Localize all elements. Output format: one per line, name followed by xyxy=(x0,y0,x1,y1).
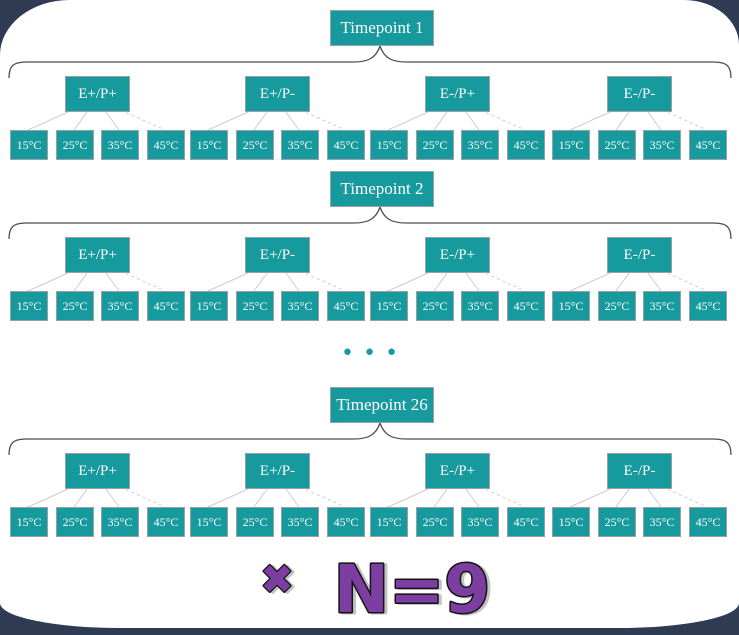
temperature-box: 15°C xyxy=(370,291,408,321)
condition-box: E+/P+ xyxy=(65,453,130,489)
temperature-box: 25°C xyxy=(236,291,274,321)
condition-box: E-/P+ xyxy=(425,237,490,273)
temperature-box: 45°C xyxy=(327,507,365,537)
temperature-box: 15°C xyxy=(370,130,408,160)
temperature-box: 25°C xyxy=(56,507,94,537)
brace-and-connector-lines xyxy=(8,43,732,131)
temperature-box: 45°C xyxy=(689,507,727,537)
temperature-box: 25°C xyxy=(56,130,94,160)
multiply-icon: ✖ xyxy=(260,557,294,603)
temperature-box: 35°C xyxy=(461,291,499,321)
temperature-box: 35°C xyxy=(643,291,681,321)
condition-box: E-/P- xyxy=(607,237,672,273)
condition-box: E-/P+ xyxy=(425,453,490,489)
condition-box: E-/P- xyxy=(607,453,672,489)
temperature-box: 25°C xyxy=(598,291,636,321)
condition-box: E+/P- xyxy=(245,76,310,112)
timepoint-box: Timepoint 2 xyxy=(330,171,434,207)
condition-box: E-/P+ xyxy=(425,76,490,112)
temperature-box: 15°C xyxy=(552,130,590,160)
temperature-box: 25°C xyxy=(56,291,94,321)
temperature-box: 45°C xyxy=(507,130,545,160)
temperature-box: 15°C xyxy=(10,507,48,537)
temperature-box: 45°C xyxy=(147,130,185,160)
temperature-box: 45°C xyxy=(327,291,365,321)
timepoint-section-2: Timepoint 2 E+/P+ E+/P- E-/P+ E-/P- 15°C… xyxy=(0,161,739,321)
temperature-box: 15°C xyxy=(190,130,228,160)
temperature-box: 25°C xyxy=(416,291,454,321)
temperature-box: 15°C xyxy=(10,130,48,160)
temperature-box: 35°C xyxy=(461,130,499,160)
temperature-box: 45°C xyxy=(147,507,185,537)
temperature-box: 25°C xyxy=(416,130,454,160)
condition-box: E+/P+ xyxy=(65,76,130,112)
temperature-box: 35°C xyxy=(101,507,139,537)
temperature-box: 35°C xyxy=(101,291,139,321)
ellipsis-dots: ●●● xyxy=(342,344,410,360)
temperature-box: 35°C xyxy=(281,291,319,321)
condition-box: E+/P+ xyxy=(65,237,130,273)
timepoint-box: Timepoint 1 xyxy=(330,10,434,46)
brace-and-connector-lines xyxy=(8,204,732,292)
temperature-box: 45°C xyxy=(147,291,185,321)
temperature-box: 15°C xyxy=(190,507,228,537)
timepoint-box: Timepoint 26 xyxy=(330,387,434,423)
temperature-box: 35°C xyxy=(281,507,319,537)
temperature-box: 45°C xyxy=(689,130,727,160)
temperature-box: 15°C xyxy=(190,291,228,321)
condition-box: E+/P- xyxy=(245,453,310,489)
temperature-box: 25°C xyxy=(236,130,274,160)
temperature-box: 15°C xyxy=(552,291,590,321)
temperature-box: 45°C xyxy=(507,291,545,321)
temperature-box: 35°C xyxy=(643,507,681,537)
temperature-box: 45°C xyxy=(327,130,365,160)
condition-box: E-/P- xyxy=(607,76,672,112)
temperature-box: 25°C xyxy=(236,507,274,537)
temperature-box: 35°C xyxy=(461,507,499,537)
temperature-box: 35°C xyxy=(643,130,681,160)
temperature-box: 15°C xyxy=(10,291,48,321)
temperature-box: 15°C xyxy=(552,507,590,537)
temperature-box: 15°C xyxy=(370,507,408,537)
footer-annotation: ✖ N=9 xyxy=(259,550,492,630)
temperature-box: 45°C xyxy=(507,507,545,537)
timepoint-section-1: Timepoint 1 E+/P+ E+/P- E-/P+ E-/P- 15°C… xyxy=(0,0,739,160)
condition-box: E+/P- xyxy=(245,237,310,273)
sample-size-label: N=9 xyxy=(334,551,490,628)
temperature-box: 35°C xyxy=(101,130,139,160)
temperature-box: 25°C xyxy=(598,130,636,160)
temperature-box: 25°C xyxy=(416,507,454,537)
temperature-box: 25°C xyxy=(598,507,636,537)
timepoint-section-26: Timepoint 26 E+/P+ E+/P- E-/P+ E-/P- 15°… xyxy=(0,377,739,537)
brace-and-connector-lines xyxy=(8,420,732,508)
temperature-box: 45°C xyxy=(689,291,727,321)
temperature-box: 35°C xyxy=(281,130,319,160)
